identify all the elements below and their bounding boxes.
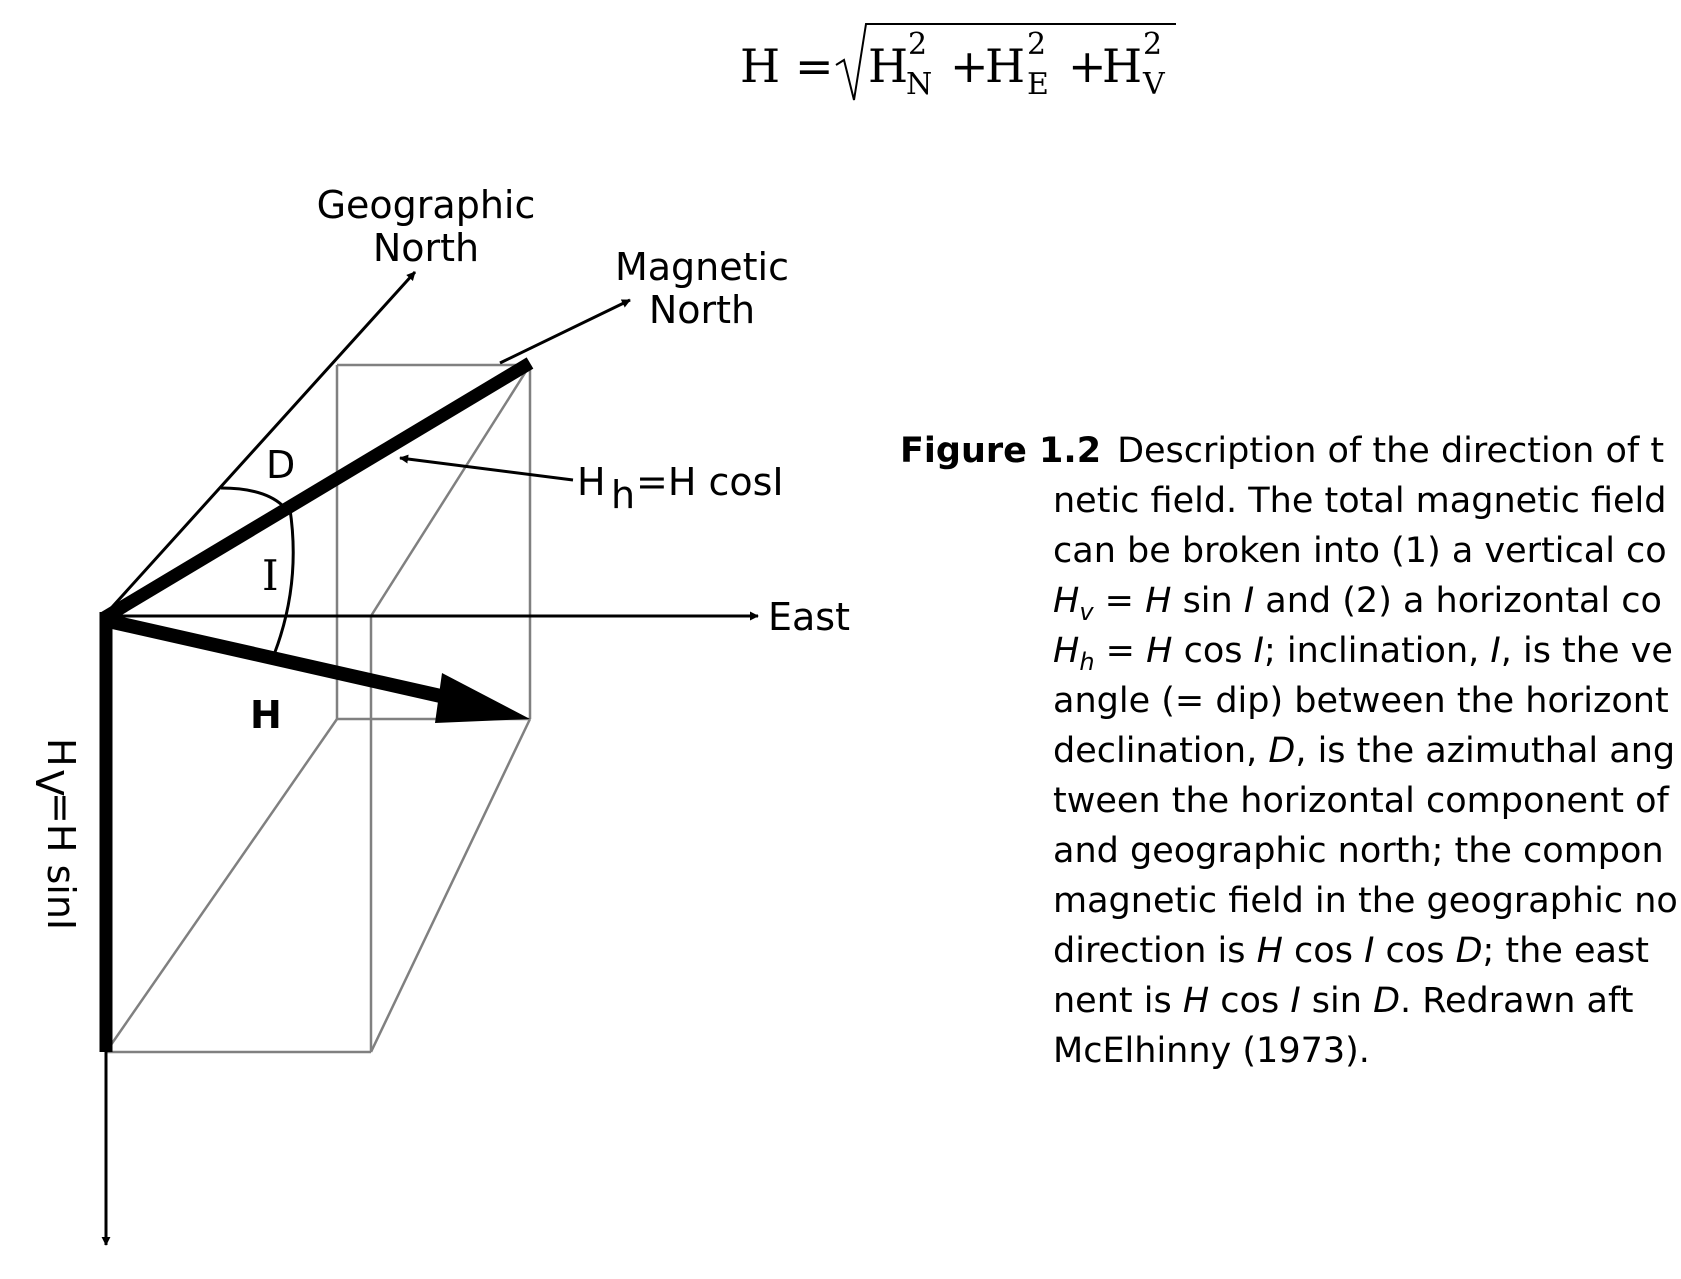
caption-line: McElhinny (1973). — [900, 1026, 1681, 1076]
equation-term-3-sub: V — [1142, 67, 1166, 102]
caption-segment: ; the east — [1482, 931, 1649, 971]
caption-text: Description of the direction of t — [1117, 431, 1665, 471]
magnetic-north-label-line-1: Magnetic — [615, 245, 789, 289]
caption-segment: cos — [1172, 631, 1254, 671]
caption-segment: H — [1053, 581, 1080, 621]
caption-line: direction is H cos I cos D; the east — [900, 926, 1681, 976]
caption-segment: h — [1079, 648, 1095, 676]
total-field-label: H — [250, 693, 282, 737]
caption-text: netic field. The total magnetic field — [1053, 481, 1667, 521]
caption-text: magnetic field in the geographic no — [1053, 881, 1678, 921]
figure-caption: Figure 1.2 Description of the direction o… — [900, 426, 1681, 1076]
horizontal-label-sub: h — [611, 473, 635, 517]
caption-segment: I — [1490, 631, 1501, 671]
caption-text: tween the horizontal component of — [1053, 781, 1669, 821]
magnetic-north-arrow — [499, 298, 631, 365]
declination-label: D — [266, 443, 295, 487]
total-field-shaft — [102, 613, 447, 704]
equation-term-2-sub: E — [1027, 67, 1049, 102]
caption-segment: D — [1268, 731, 1296, 771]
caption-segment: direction is — [1053, 931, 1257, 971]
caption-segment: I — [1243, 581, 1255, 621]
caption-line: magnetic field in the geographic no — [900, 876, 1681, 926]
caption-segment: declination, — [1053, 731, 1269, 771]
equation-equals: = — [795, 39, 834, 93]
caption-segment: and (2) a horizontal co — [1254, 581, 1662, 621]
geographic-north-label-line-2: North — [373, 226, 479, 270]
vertical-label-sub: V — [27, 770, 71, 796]
projection-box — [104, 363, 532, 1054]
caption-line: tween the horizontal component of — [900, 776, 1681, 826]
horizontal-label-pointer — [399, 454, 574, 482]
caption-text: angle (= dip) between the horizont — [1053, 681, 1669, 721]
vertical-label-base: H — [39, 738, 83, 767]
caption-segment: H — [1182, 981, 1210, 1021]
vertical-component-label: H V =H sinI — [27, 738, 83, 930]
equation-plus-2: + — [1068, 39, 1107, 93]
caption-segment: cos — [1282, 931, 1365, 971]
inclination-arc — [273, 502, 295, 653]
caption-line: and geographic north; the compon — [900, 826, 1681, 876]
caption-text: can be broken into (1) a vertical co — [1053, 531, 1667, 571]
caption-segment: , is the ve — [1500, 631, 1673, 671]
caption-segment: H — [1053, 631, 1080, 671]
equation-term-2-base: H — [985, 39, 1025, 93]
caption-segment: sin — [1171, 581, 1244, 621]
geographic-north-arrow — [102, 270, 417, 618]
caption-line: declination, D, is the azimuthal ang — [900, 726, 1681, 776]
caption-segment: sin — [1300, 981, 1374, 1021]
caption-segment: H — [1256, 931, 1283, 971]
figure-label: Figure 1.2 — [900, 431, 1102, 471]
caption-segment: nent is — [1053, 981, 1183, 1021]
caption-segment: v — [1079, 598, 1094, 626]
equation-term-1-sup: 2 — [908, 27, 927, 62]
east-label: East — [768, 595, 850, 639]
equation-term-1-base: H — [868, 39, 908, 93]
caption-line: Figure 1.2 Description of the direction o… — [900, 426, 1681, 476]
caption-segment: cos — [1374, 931, 1456, 971]
caption-text: and geographic north; the compon — [1053, 831, 1664, 871]
horizontal-component-line — [100, 357, 534, 624]
caption-line: netic field. The total magnetic field — [900, 476, 1681, 526]
declination-arc — [220, 486, 283, 507]
caption-line: Hv = H sin I and (2) a horizontal co — [900, 576, 1681, 626]
caption-segment: , is the azimuthal ang — [1295, 731, 1676, 771]
vertical-label-formula: =H sinI — [39, 792, 83, 930]
magnetic-north-label-line-2: North — [649, 288, 755, 332]
equation-lhs: H — [740, 39, 780, 93]
total-field-equation: H = H 2 N + H 2 E + H 2 V — [740, 23, 1176, 102]
caption-segment: D — [1455, 931, 1483, 971]
total-field-arrowhead — [435, 673, 530, 723]
equation-term-2-sup: 2 — [1027, 27, 1046, 62]
square-root-sign — [835, 23, 1176, 101]
caption-segment: D — [1373, 981, 1401, 1021]
caption-segment: H — [1146, 631, 1173, 671]
horizontal-label-formula: =H cosI — [636, 460, 784, 504]
caption-segment: = — [1094, 631, 1147, 671]
caption-segment: cos — [1209, 981, 1291, 1021]
caption-text: McElhinny (1973). — [1053, 1031, 1370, 1071]
caption-segment: H — [1145, 581, 1172, 621]
caption-line: Hh = H cos I; inclination, I, is the ve — [900, 626, 1681, 676]
caption-segment: ; inclination, — [1263, 631, 1491, 671]
caption-segment: I — [1253, 631, 1264, 671]
equation-plus-1: + — [950, 39, 989, 93]
inclination-label: I — [262, 551, 279, 600]
caption-line: angle (= dip) between the horizont — [900, 676, 1681, 726]
equation-term-3-sup: 2 — [1143, 27, 1162, 62]
caption-segment: = — [1093, 581, 1146, 621]
geographic-north-label-line-1: Geographic — [317, 183, 536, 227]
caption-segment: . Redrawn aft — [1400, 981, 1634, 1021]
caption-line: can be broken into (1) a vertical co — [900, 526, 1681, 576]
caption-segment: I — [1290, 981, 1301, 1021]
caption-line: nent is H cos I sin D. Redrawn aft — [900, 976, 1681, 1026]
horizontal-component-label: H h =H cosI — [577, 460, 784, 517]
horizontal-label-base: H — [577, 460, 606, 504]
equation-term-1-sub: N — [906, 67, 932, 102]
equation-term-3-base: H — [1102, 39, 1142, 93]
caption-segment: I — [1364, 931, 1375, 971]
